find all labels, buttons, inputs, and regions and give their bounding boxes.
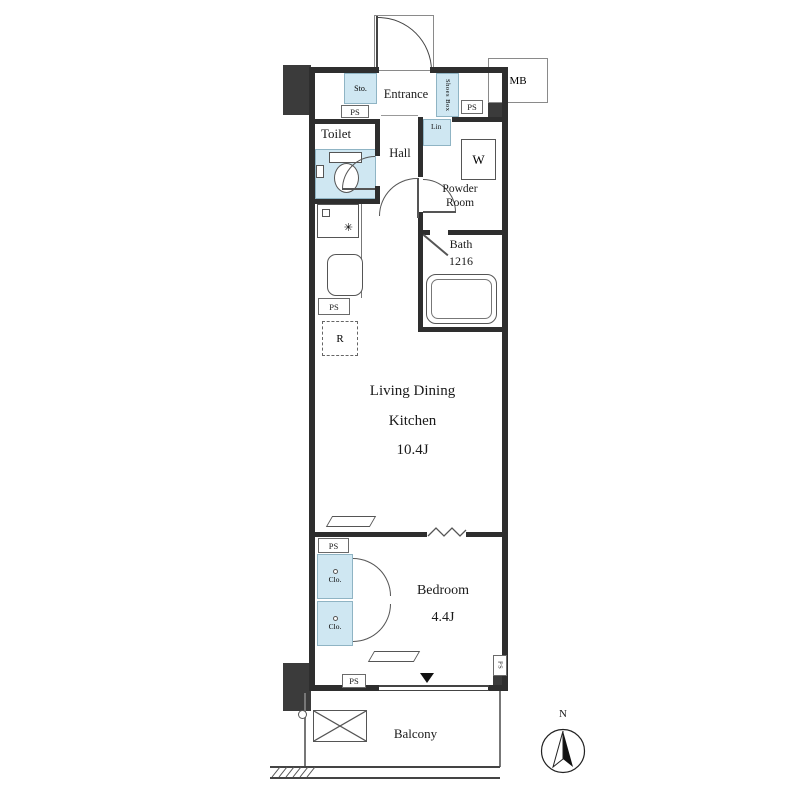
entrance-step-line (381, 115, 418, 116)
north-label: N (559, 708, 567, 720)
wall (375, 186, 380, 204)
wall (430, 67, 508, 73)
hanger-pipe-icon (332, 616, 338, 621)
wall (315, 199, 380, 204)
kitchen-sink (327, 254, 363, 296)
washer-space: W (461, 139, 496, 180)
pipe-space: PS (461, 100, 483, 114)
refrigerator-space: R (322, 321, 358, 356)
wall (418, 235, 423, 332)
balcony-hatch-box (313, 710, 367, 742)
closet-bottom: Clo. (317, 601, 353, 646)
meter-box-label: MB (509, 74, 527, 87)
balcony-label: Balcony (393, 726, 438, 741)
wall (315, 532, 427, 537)
closet-label: Clo. (328, 622, 342, 631)
balcony-drain-icon (298, 710, 307, 719)
structural-column (493, 676, 508, 685)
wall (502, 67, 508, 691)
powder-room-label-line1: Powder (442, 183, 478, 195)
hall-label: Hall (389, 146, 411, 160)
toilet-paper-holder (316, 165, 324, 178)
kitchen-counter-edge (361, 204, 363, 298)
window-line (379, 685, 489, 687)
toilet-label: Toilet (321, 126, 352, 141)
wall (466, 532, 502, 537)
compass-icon (540, 728, 586, 774)
wall (488, 685, 508, 691)
entrance-label: Entrance (383, 87, 429, 101)
wall (309, 67, 315, 691)
bedroom-name: Bedroom (416, 583, 470, 598)
sliding-door-panel (325, 516, 377, 527)
balcony-edge-line (270, 766, 500, 768)
wall (375, 119, 380, 156)
wall (452, 117, 502, 122)
closet-top: Clo. (317, 554, 353, 599)
meter-box: MB (488, 58, 548, 103)
sliding-door-panel (367, 651, 421, 662)
balcony-edge-line (270, 777, 500, 779)
bathtub-inner (431, 279, 492, 319)
ldk-label-line1: Living Dining (369, 383, 456, 399)
ps-label: PS (349, 676, 359, 686)
pipe-space: PS (342, 674, 366, 688)
ldk-label: Living Dining Kitchen 10.4J (330, 383, 495, 459)
closet-door-swing-arc (353, 604, 391, 642)
ps-label: PS (350, 106, 360, 117)
linen-closet: Lin (423, 119, 451, 146)
refrigerator-label: R (336, 332, 344, 345)
ldk-size: 10.4J (396, 442, 429, 458)
sto-label: Sto. (354, 84, 367, 93)
wall (418, 212, 423, 235)
wall (315, 119, 379, 124)
kitchen-stove: ✳ (317, 204, 359, 238)
wall (418, 327, 502, 332)
bath-name: Bath (449, 237, 473, 251)
shoes-box: Shoes Box (436, 73, 459, 117)
hall-door-swing-arc (379, 178, 417, 216)
ps-label: PS (496, 661, 504, 670)
window-marker-icon (420, 673, 434, 683)
pipe-space: PS (493, 655, 507, 676)
wall (309, 685, 379, 691)
partition-opening-zigzag (427, 527, 467, 537)
ps-label: PS (467, 102, 477, 112)
shoes-box-label: Shoes Box (444, 78, 451, 112)
bedroom-size: 4.4J (431, 610, 455, 625)
hanger-pipe-icon (332, 569, 338, 574)
wall (418, 117, 423, 177)
bath-label: Bath 1216 (432, 237, 490, 269)
structural-column (283, 663, 311, 711)
wall (309, 67, 379, 73)
pipe-space: PS (318, 298, 350, 315)
ldk-label-line2: Kitchen (388, 413, 437, 429)
structural-column (283, 65, 311, 115)
pipe-space: PS (341, 105, 369, 118)
wall (418, 230, 430, 235)
pipe-space: PS (318, 538, 349, 553)
ps-label: PS (328, 540, 339, 551)
wall (448, 230, 502, 235)
window-line (379, 689, 489, 691)
stove-grill-icon (322, 209, 330, 217)
balcony-divider (304, 693, 306, 767)
closet-label: Clo. (328, 575, 342, 584)
stove-burner-icon: ✳ (343, 222, 353, 234)
powder-room-label-line2: Room (445, 197, 475, 209)
balcony-edge-right (499, 691, 501, 767)
hall-door-leaf (417, 178, 419, 218)
storage-sto: Sto. (344, 73, 377, 104)
ps-label: PS (329, 301, 339, 312)
washer-label: W (472, 151, 485, 167)
powder-room-label: Powder Room (424, 183, 496, 209)
balcony-edge-hatch (271, 767, 316, 777)
hatch-x-icon (313, 710, 367, 742)
entrance-door-leaf (376, 16, 378, 72)
bath-size: 1216 (449, 254, 473, 268)
closet-door-swing-arc (353, 558, 391, 596)
bedroom-label: Bedroom 4.4J (393, 583, 493, 626)
linen-label: Lin (431, 122, 442, 131)
